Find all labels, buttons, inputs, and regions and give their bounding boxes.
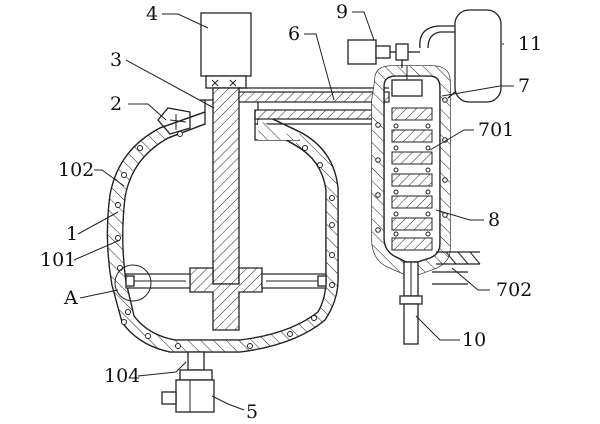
label-102: 102 (58, 159, 94, 181)
condenser (371, 65, 451, 275)
label-1: 1 (66, 223, 78, 245)
label-104: 104 (104, 365, 140, 387)
leader-lines (73, 11, 514, 411)
bottom-outlet (161, 351, 215, 413)
label-6: 6 (288, 23, 300, 45)
agitator-shaft (114, 87, 327, 331)
pump (347, 39, 420, 68)
label-8: 8 (488, 209, 500, 231)
label-702: 702 (496, 279, 532, 301)
label-5: 5 (246, 401, 258, 423)
label-10: 10 (462, 329, 486, 351)
reference-labels: 4 3 2 102 1 101 A 104 5 6 9 11 7 701 8 7… (40, 1, 542, 423)
label-101: 101 (40, 249, 76, 271)
motor (200, 12, 252, 89)
coil-plates (391, 107, 433, 251)
discharge-pipe (399, 261, 423, 345)
label-2: 2 (110, 93, 122, 115)
label-A: A (63, 287, 78, 309)
label-4: 4 (146, 3, 158, 25)
jacket-holes (115, 131, 335, 349)
collection-tank (419, 9, 502, 103)
label-11: 11 (518, 33, 542, 55)
feed-inlet (157, 107, 191, 135)
label-701: 701 (478, 119, 514, 141)
label-7: 7 (518, 75, 530, 97)
vapor-pipe (238, 87, 390, 141)
label-3: 3 (110, 49, 122, 71)
label-9: 9 (336, 1, 348, 23)
condenser-holes (375, 97, 448, 237)
water-outlet (432, 251, 481, 285)
